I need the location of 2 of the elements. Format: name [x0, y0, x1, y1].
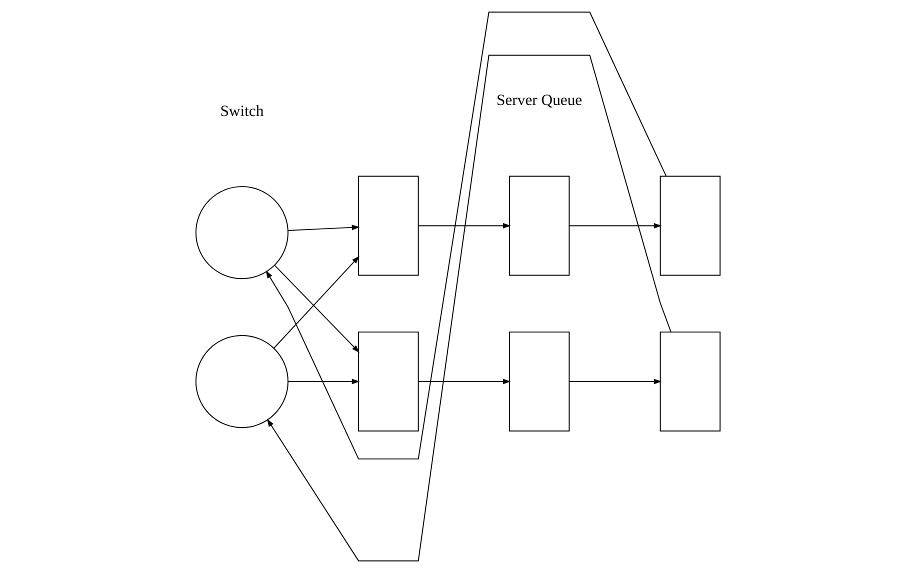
label: Server Queue [496, 92, 582, 110]
label: Switch [220, 102, 264, 120]
